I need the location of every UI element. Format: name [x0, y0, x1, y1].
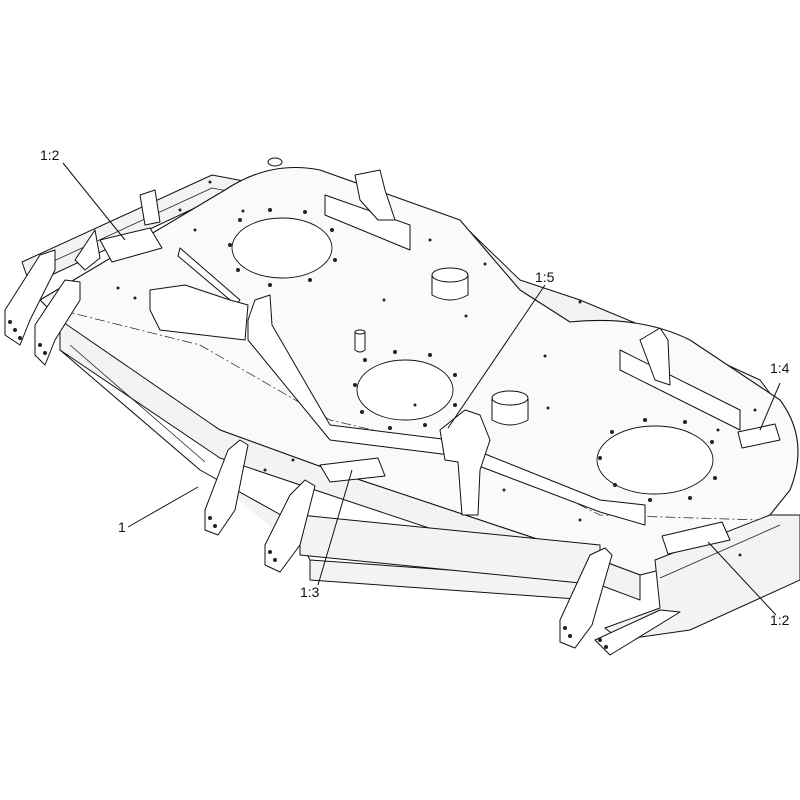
callout-1-3: 1:3 — [300, 584, 320, 600]
blade-opening-left — [231, 217, 333, 279]
callout-1-2-bottom: 1:2 — [770, 612, 790, 628]
decal-front-center — [319, 457, 386, 483]
callout-1: 1 — [118, 519, 126, 535]
blade-opening-center — [356, 359, 454, 421]
callout-1-2-top: 1:2 — [40, 147, 60, 163]
blade-opening-right — [596, 425, 714, 495]
leader-1-2-bottom — [707, 541, 777, 616]
callout-1-5: 1:5 — [535, 269, 555, 285]
leader-1-3 — [317, 469, 353, 586]
leader-1-4 — [759, 382, 781, 431]
spindle-caps — [267, 157, 529, 426]
deck-holes — [116, 180, 757, 557]
callouts: 1 1:2 1:3 1:4 1:5 1:2 — [40, 147, 790, 628]
leader-1-2-top — [62, 162, 126, 241]
decal-rear-left — [99, 227, 163, 263]
callout-1-4: 1:4 — [770, 360, 790, 376]
hanger-brackets — [4, 169, 681, 656]
leader-1-5 — [447, 284, 546, 429]
front-skirt — [59, 319, 800, 641]
baffles — [177, 194, 741, 526]
decal-front-right — [661, 521, 731, 555]
leader-lines — [62, 162, 781, 616]
leader-1 — [127, 486, 199, 528]
decal-right-side — [737, 423, 781, 449]
blade-openings — [228, 208, 717, 502]
decals — [99, 227, 781, 555]
